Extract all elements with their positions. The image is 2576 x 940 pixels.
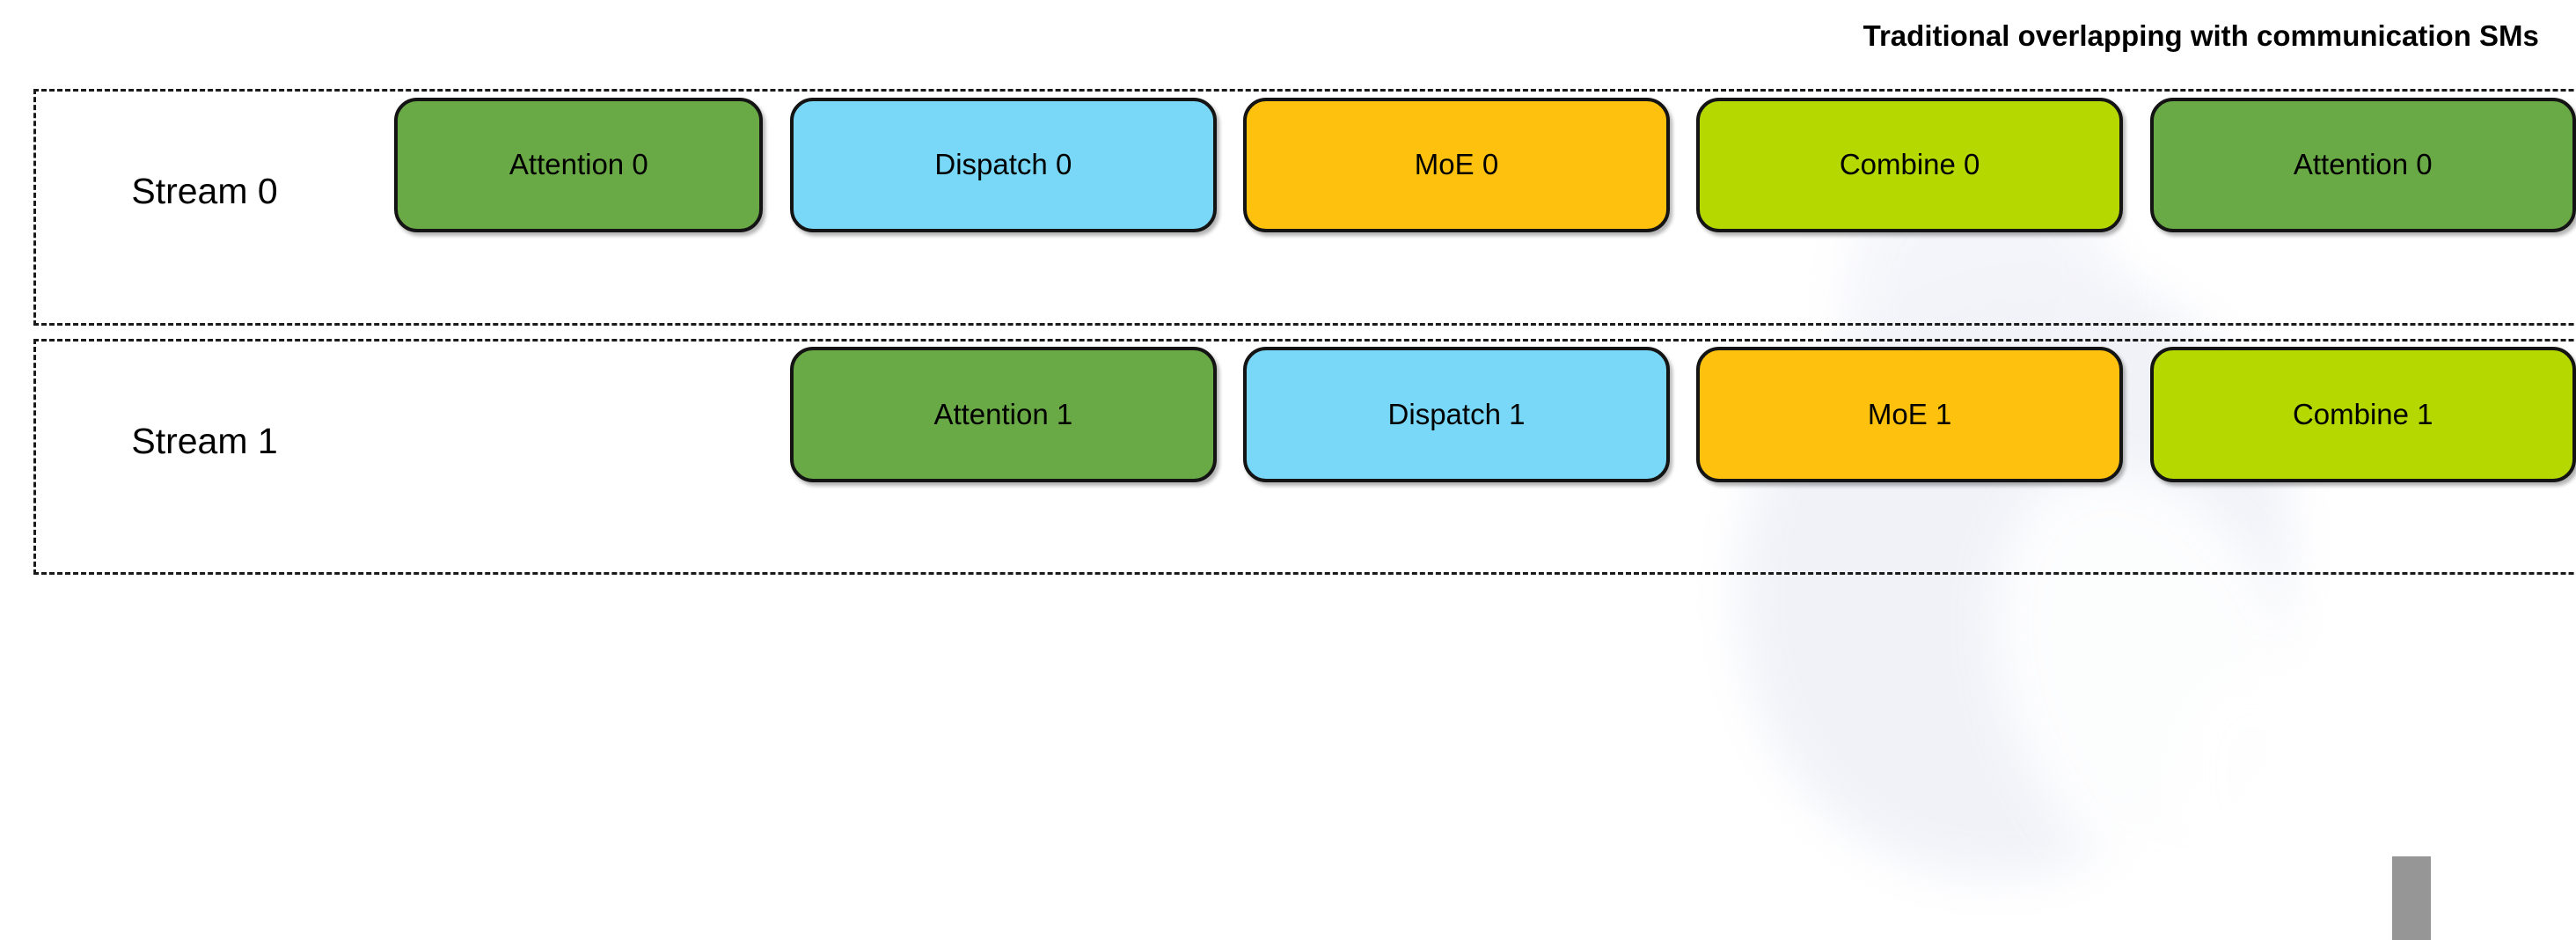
op-box-title: Attention 0 bbox=[2293, 148, 2433, 181]
lane-label-stream-1-top: Stream 1 bbox=[131, 420, 278, 461]
op-box-dispatch-0-stream0[interactable]: Dispatch 0 bbox=[790, 98, 1217, 233]
background-watermark bbox=[2173, 669, 2331, 880]
op-box-combine-0-stream0[interactable]: Combine 0 bbox=[1696, 98, 2123, 233]
op-box-title: Dispatch 0 bbox=[934, 148, 1072, 181]
lane-stream-1-traditional bbox=[33, 338, 2576, 575]
op-box-attention-0-stream0[interactable]: Attention 0 bbox=[394, 98, 764, 233]
lane-stream-0-traditional bbox=[33, 89, 2576, 326]
op-box-attention-1-stream1[interactable]: Attention 1 bbox=[790, 347, 1217, 482]
op-box-combine-1-stream1[interactable]: Combine 1 bbox=[2149, 347, 2576, 482]
op-box-dispatch-1-stream1[interactable]: Dispatch 1 bbox=[1243, 347, 1670, 482]
top-section-heading: Traditional overlapping with communicati… bbox=[1862, 19, 2539, 53]
down-arrow-icon bbox=[2350, 856, 2473, 940]
lane-label-stream-0-top: Stream 0 bbox=[131, 171, 278, 212]
op-box-title: Combine 1 bbox=[2292, 397, 2433, 430]
op-box-attention-0b-stream0[interactable]: Attention 0 bbox=[2149, 98, 2576, 233]
op-box-title: Combine 0 bbox=[1839, 148, 1980, 181]
op-box-moe-0-stream0[interactable]: MoE 0 bbox=[1243, 98, 1670, 233]
op-box-title: Attention 1 bbox=[933, 397, 1073, 430]
op-box-title: MoE 1 bbox=[1867, 397, 1952, 430]
op-box-title: Dispatch 1 bbox=[1387, 397, 1526, 430]
op-box-moe-1-stream1[interactable]: MoE 1 bbox=[1696, 347, 2123, 482]
op-box-title: Attention 0 bbox=[509, 148, 648, 181]
op-box-title: MoE 0 bbox=[1414, 148, 1499, 181]
